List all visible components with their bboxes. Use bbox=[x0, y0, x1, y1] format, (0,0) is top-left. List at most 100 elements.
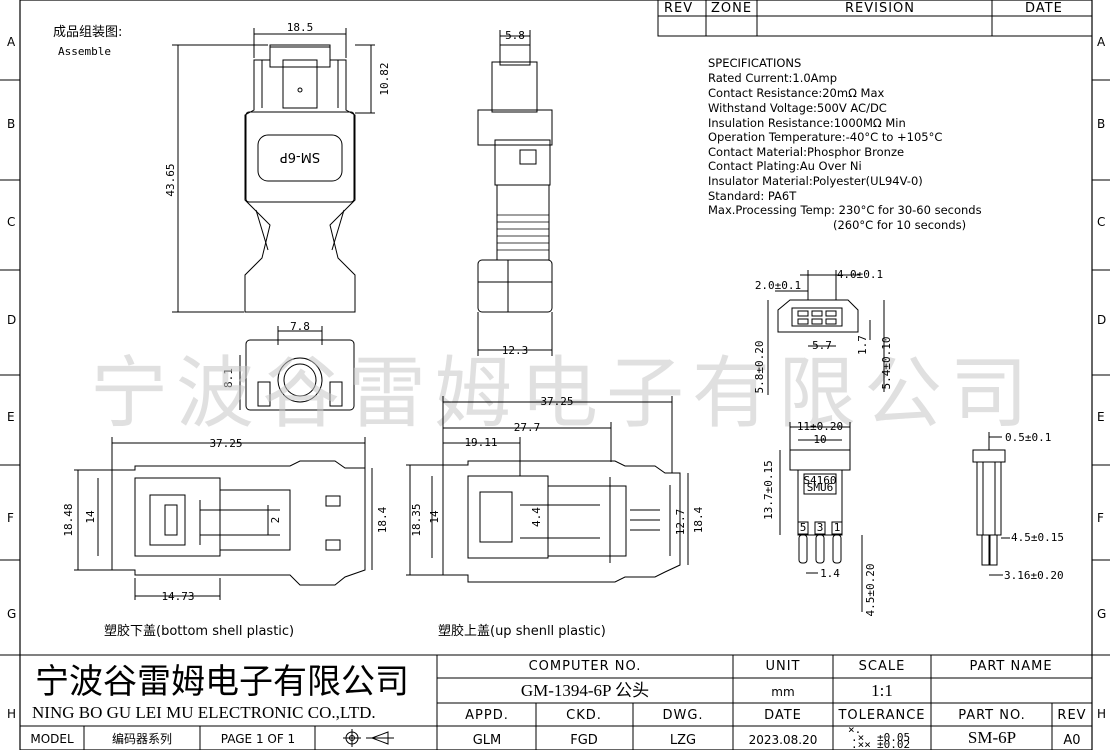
zone-letter: C bbox=[1097, 215, 1105, 229]
tol-xxx: .×× bbox=[851, 738, 871, 750]
appd-label: APPD. bbox=[465, 708, 509, 723]
model-label: MODEL bbox=[30, 732, 74, 746]
bottom-shell-dims bbox=[74, 437, 373, 600]
side-dims bbox=[477, 30, 553, 356]
pin-number: 1 bbox=[834, 521, 841, 534]
spec-line: Contact Plating:Au Over Ni bbox=[708, 159, 862, 173]
spec-line: Withstand Voltage:500V AC/DC bbox=[708, 101, 887, 115]
tolerance-label: TOLERANCE bbox=[837, 708, 925, 723]
rev-header: REV bbox=[664, 1, 693, 16]
spec-heading: SPECIFICATIONS bbox=[708, 56, 801, 70]
rev-label: REV bbox=[1057, 708, 1086, 723]
dim-top-h-inner: 14 bbox=[428, 510, 441, 524]
tol-xx: .× bbox=[851, 731, 864, 744]
tol-x: ×. bbox=[848, 723, 861, 736]
dwg-value: LZG bbox=[670, 733, 696, 748]
watermark: 宁波谷雷姆电子有限公司 bbox=[90, 349, 1036, 439]
specifications: SPECIFICATIONS Rated Current:1.0Amp Cont… bbox=[708, 56, 982, 232]
dim-front-height: 43.65 bbox=[164, 163, 177, 196]
dim-side-b: 4.5±0.15 bbox=[1011, 531, 1064, 544]
zone-letter: G bbox=[7, 607, 16, 621]
dwg-label: DWG. bbox=[662, 708, 703, 723]
zone-letter: D bbox=[1097, 313, 1106, 327]
caption-bottom-shell: 塑胶下盖(bottom shell plastic) bbox=[104, 623, 294, 639]
appd-value: GLM bbox=[473, 733, 502, 748]
top-shell-dims bbox=[406, 396, 689, 576]
dim-pin-c: 13.7±0.15 bbox=[762, 460, 775, 520]
zone-letter: F bbox=[1097, 511, 1104, 525]
title-block bbox=[20, 654, 1092, 750]
caption-top-shell: 塑胶上盖(up shenll plastic) bbox=[438, 623, 606, 639]
dim-face-d: 1.7 bbox=[856, 335, 869, 355]
part-name-label: PART NAME bbox=[969, 659, 1052, 674]
bottom-shell-view bbox=[111, 460, 366, 586]
scale-value: 1:1 bbox=[871, 681, 893, 700]
spec-line: (260°C for 10 seconds) bbox=[833, 218, 966, 232]
spec-line: Rated Current:1.0Amp bbox=[708, 71, 837, 85]
model-value: 编码器系列 bbox=[112, 731, 172, 746]
dim-bottom-pin: 2 bbox=[269, 517, 282, 524]
revision-header: REVISION bbox=[845, 1, 915, 16]
unit-value: mm bbox=[771, 685, 794, 699]
zone-letter: G bbox=[1097, 607, 1106, 621]
dim-face-e: 5.8±0.20 bbox=[753, 341, 766, 394]
dim-top-mid: 4.4 bbox=[530, 507, 543, 527]
ckd-value: FGD bbox=[570, 733, 598, 748]
zone-letter: F bbox=[7, 511, 14, 525]
pin-chip-text-1: S4160 bbox=[803, 474, 836, 487]
side-view bbox=[477, 44, 553, 313]
zone-letter: A bbox=[1097, 35, 1106, 49]
dim-top-h-left: 18.35 bbox=[410, 503, 423, 536]
dim-face-a: 2.0±0.1 bbox=[755, 279, 801, 292]
dim-top-b: 19.11 bbox=[464, 436, 497, 449]
side-pin-dims bbox=[988, 432, 1010, 576]
zone-letter: D bbox=[7, 313, 16, 327]
pin-view bbox=[789, 449, 851, 564]
projection-symbol-icon bbox=[343, 729, 394, 747]
computer-no-label: COMPUTER NO. bbox=[529, 659, 642, 674]
dim-side-c: 3.16±0.20 bbox=[1004, 569, 1064, 582]
dim-face-f: 5.4±0.10 bbox=[880, 337, 893, 390]
ckd-label: CKD. bbox=[566, 708, 602, 723]
front-view bbox=[244, 44, 356, 313]
dim-end-width: 7.8 bbox=[290, 320, 310, 333]
end-dims bbox=[239, 326, 323, 410]
zone-letters-right: A B C D E F G H bbox=[1097, 35, 1106, 721]
front-dims bbox=[172, 28, 375, 313]
dim-top-total: 37.25 bbox=[540, 395, 573, 408]
mating-face-view bbox=[777, 299, 859, 333]
dim-front-width: 18.5 bbox=[287, 21, 314, 34]
dim-side-a: 0.5±0.1 bbox=[1005, 431, 1051, 444]
zone-dividers bbox=[0, 79, 1110, 656]
dim-bottom-h-left: 18.48 bbox=[62, 503, 75, 536]
dim-face-c: 5.7 bbox=[812, 339, 832, 352]
zone-header: ZONE bbox=[711, 1, 752, 16]
pin-chip-text-2: SMU6 bbox=[807, 481, 834, 494]
dim-bottom-total: 37.25 bbox=[209, 437, 242, 450]
assembly-title-cn: 成品组装图: bbox=[53, 25, 122, 40]
dim-face-b: 4.0±0.1 bbox=[837, 268, 883, 281]
revision-block bbox=[657, 0, 1093, 37]
rev-value: A0 bbox=[1063, 733, 1080, 748]
unit-label: UNIT bbox=[765, 659, 800, 674]
zone-letter: C bbox=[7, 215, 15, 229]
mating-face-dims bbox=[767, 270, 885, 395]
dim-pin-b: 10 bbox=[813, 433, 826, 446]
tolerance-values: ×. .× .×× ±0.05 ±0.02 bbox=[848, 723, 910, 750]
top-shell-view bbox=[442, 460, 681, 583]
spec-line: Contact Material:Phosphor Bronze bbox=[708, 145, 904, 159]
spec-line: Operation Temperature:-40°C to +105°C bbox=[708, 130, 942, 144]
zone-letter: B bbox=[1097, 117, 1105, 131]
dim-bottom-h-right: 18.4 bbox=[376, 506, 389, 533]
dim-pin-d: 1.4 bbox=[820, 567, 840, 580]
spec-line: Contact Resistance:20mΩ Max bbox=[708, 86, 884, 100]
pin-number: 5 bbox=[800, 521, 807, 534]
dim-end-height: 8.1 bbox=[222, 368, 235, 388]
side-pin-view bbox=[972, 449, 1006, 566]
zone-letter: H bbox=[7, 707, 16, 721]
company-name-en: NING BO GU LEI MU ELECTRONIC CO.,LTD. bbox=[32, 703, 376, 722]
spec-line: Insulator Material:Polyester(UL94V-0) bbox=[708, 174, 923, 188]
scale-label: SCALE bbox=[859, 659, 906, 674]
pin-number: 3 bbox=[817, 521, 824, 534]
